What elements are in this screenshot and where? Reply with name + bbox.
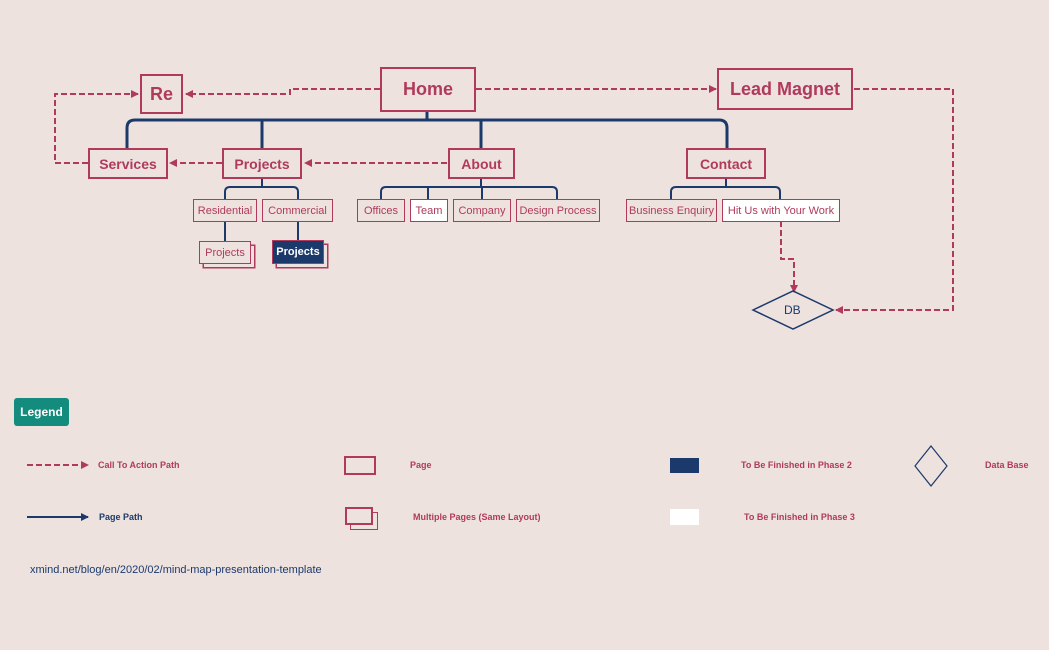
node-design-process[interactable]: Design Process (516, 199, 600, 222)
legend-database-label: Data Base (985, 460, 1029, 470)
node-commercial[interactable]: Commercial (262, 199, 333, 222)
node-residential[interactable]: Residential (193, 199, 257, 222)
node-lead-magnet[interactable]: Lead Magnet (717, 68, 853, 110)
legend-page-icon (344, 456, 376, 475)
legend-phase2-label: To Be Finished in Phase 2 (741, 460, 852, 470)
cta-path-lines (54, 85, 954, 314)
node-residential-projects[interactable]: Projects (199, 241, 251, 264)
legend-page-label: Page (410, 460, 432, 470)
legend-diamond-icon (914, 445, 948, 487)
legend-cta-label: Call To Action Path (98, 460, 180, 470)
node-hit-us[interactable]: Hit Us with Your Work (722, 199, 840, 222)
node-offices[interactable]: Offices (357, 199, 405, 222)
db-diamond (751, 290, 835, 330)
node-about[interactable]: About (448, 148, 515, 179)
legend-page-path-label: Page Path (99, 512, 143, 522)
node-commercial-projects[interactable]: Projects (272, 240, 324, 264)
node-team[interactable]: Team (410, 199, 448, 222)
page-path-lines (125, 112, 729, 148)
legend-phase2-swatch (670, 458, 699, 473)
node-re[interactable]: Re (140, 74, 183, 114)
legend-title: Legend (14, 398, 69, 426)
legend-multiple-pages-icon (345, 507, 373, 525)
node-company[interactable]: Company (453, 199, 511, 222)
legend-multiple-pages-label: Multiple Pages (Same Layout) (413, 512, 541, 522)
node-business-enquiry[interactable]: Business Enquiry (626, 199, 717, 222)
node-projects[interactable]: Projects (222, 148, 302, 179)
legend-phase3-label: To Be Finished in Phase 3 (744, 512, 855, 522)
source-url: xmind.net/blog/en/2020/02/mind-map-prese… (30, 564, 322, 576)
node-services[interactable]: Services (88, 148, 168, 179)
legend-phase3-swatch (670, 509, 699, 525)
node-contact[interactable]: Contact (686, 148, 766, 179)
node-home[interactable]: Home (380, 67, 476, 112)
node-db-label: DB (784, 303, 801, 317)
